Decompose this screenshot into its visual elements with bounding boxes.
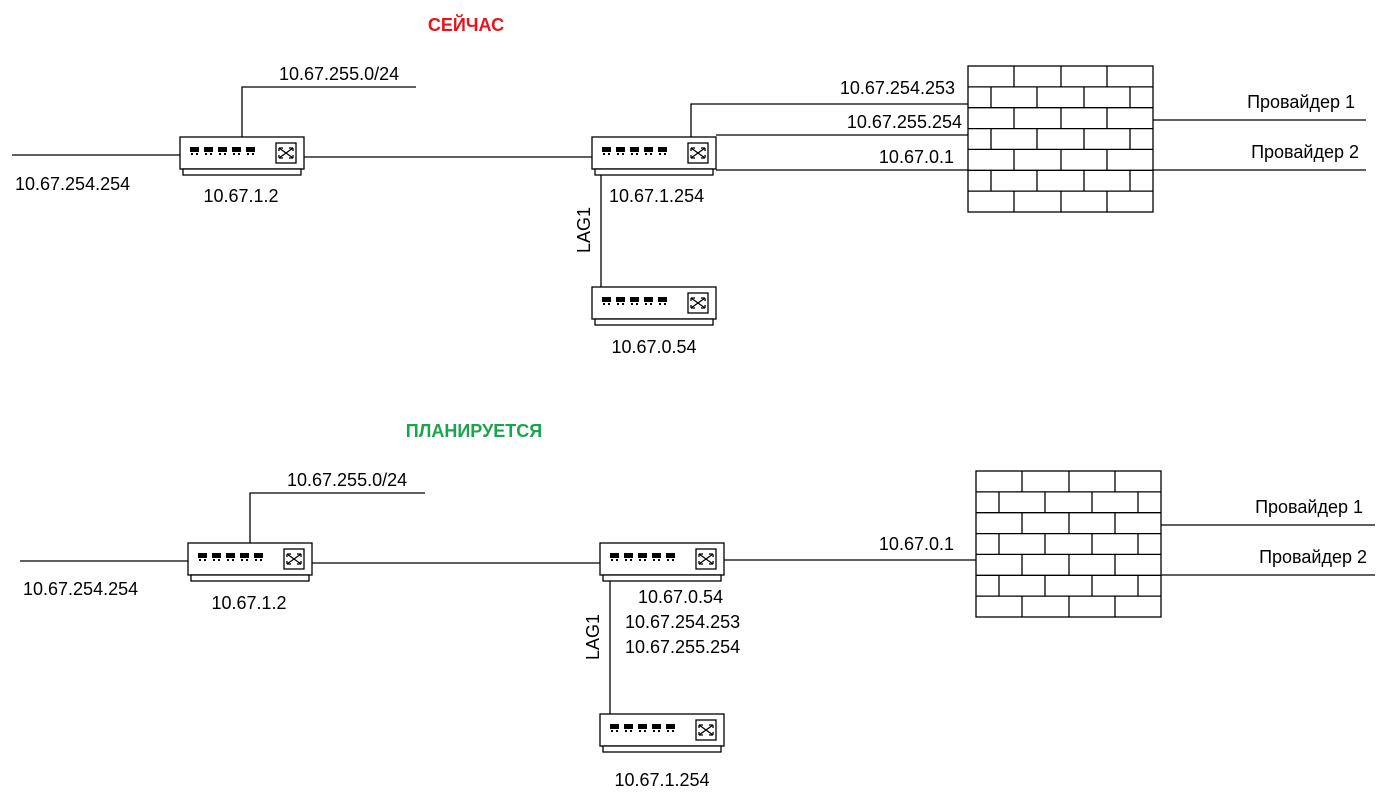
planned-lower-switch-icon: [599, 713, 725, 753]
current-lower-switch-icon: [591, 286, 717, 326]
planned-left-link-ip: 10.67.254.254: [23, 579, 138, 599]
planned-core-switch-ip-2: 10.67.254.253: [625, 612, 740, 632]
current-core-switch-ip: 10.67.1.254: [609, 186, 704, 206]
current-section: СЕЙЧАС 10.67.254.254 10.67.1.2 10.67.255…: [12, 14, 1366, 357]
planned-left-switch-icon: [187, 542, 313, 582]
current-lower-switch-ip: 10.67.0.54: [611, 337, 696, 357]
current-title: СЕЙЧАС: [428, 14, 504, 35]
current-fw-link-1: [690, 103, 973, 139]
planned-left-switch-ip: 10.67.1.2: [211, 593, 286, 613]
current-provider-1-label: Провайдер 1: [1247, 92, 1355, 112]
planned-provider-2-label: Провайдер 2: [1259, 547, 1367, 567]
current-provider-2-label: Провайдер 2: [1251, 142, 1359, 162]
planned-core-switch-ip-3: 10.67.255.254: [625, 637, 740, 657]
current-lag-label: LAG1: [574, 207, 594, 253]
current-left-switch-icon: [179, 136, 305, 176]
planned-provider-1-label: Провайдер 1: [1255, 497, 1363, 517]
current-fw-ip-2: 10.67.255.254: [847, 112, 962, 132]
planned-fw-ip: 10.67.0.1: [879, 534, 954, 554]
current-left-link-ip: 10.67.254.254: [15, 174, 130, 194]
planned-title: ПЛАНИРУЕТСЯ: [406, 421, 542, 441]
planned-section: ПЛАНИРУЕТСЯ 10.67.254.254 10.67.1.2 10.6…: [20, 421, 1375, 790]
current-core-switch-icon: [591, 136, 717, 176]
current-firewall-icon: [967, 65, 1154, 213]
planned-core-switch-icon: [599, 542, 725, 582]
planned-lower-switch-ip: 10.67.1.254: [614, 770, 709, 790]
planned-lag-label: LAG1: [583, 614, 603, 660]
current-fw-ip-1: 10.67.254.253: [840, 78, 955, 98]
planned-core-switch-ip-1: 10.67.0.54: [638, 587, 723, 607]
current-subnet-label: 10.67.255.0/24: [279, 64, 399, 84]
current-fw-ip-3: 10.67.0.1: [879, 147, 954, 167]
current-left-switch-ip: 10.67.1.2: [203, 186, 278, 206]
planned-firewall-icon: [975, 470, 1162, 618]
planned-subnet-label: 10.67.255.0/24: [287, 470, 407, 490]
planned-subnet-link: [249, 492, 425, 543]
current-subnet-link: [241, 86, 416, 137]
